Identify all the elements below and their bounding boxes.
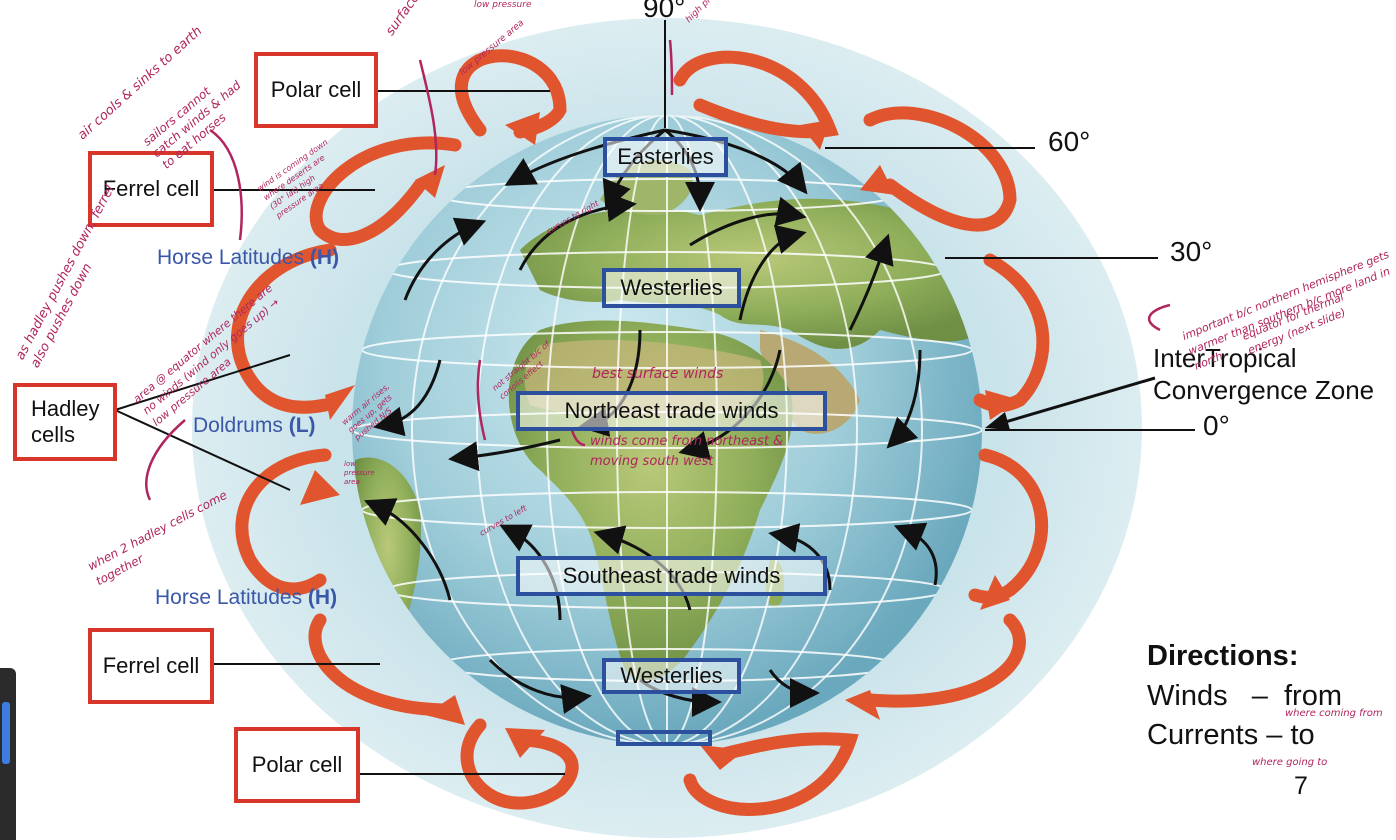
polar-cell-north-box: Polar cell xyxy=(254,52,378,128)
itcz-label: InterTropical Convergence Zone xyxy=(1153,342,1374,406)
directions-currents: Currents – to xyxy=(1147,719,1315,751)
horse-latitudes-south: Horse Latitudes (H) xyxy=(155,586,337,610)
loop-polar-ne xyxy=(673,50,839,139)
ne-trade-winds-box: Northeast trade winds xyxy=(516,391,827,431)
loop-hadley-sw xyxy=(235,448,332,596)
note-low-pressure-top: low pressure xyxy=(474,0,532,10)
circulation-arrowheads xyxy=(300,112,1020,770)
ferrel-cell-south-box: Ferrel cell xyxy=(88,628,214,704)
loop-polar-se xyxy=(683,732,859,816)
note-low-pressure-small: low pressure area xyxy=(344,460,375,486)
ne-trade-winds-label: Northeast trade winds xyxy=(564,398,779,423)
hadley-cells-label: Hadley cells xyxy=(31,396,100,447)
side-panel-indicator xyxy=(2,702,10,764)
itcz-line2: Convergence Zone xyxy=(1153,375,1375,405)
latitude-30-label: 30° xyxy=(1170,236,1213,267)
easterlies-box: Easterlies xyxy=(603,137,728,177)
latitude-90-label: 90° xyxy=(643,0,686,23)
note-where-coming-from: where coming from xyxy=(1285,708,1383,719)
loop-ferrel-nw xyxy=(309,136,462,246)
annotation-arrows xyxy=(145,39,1171,501)
loop-polar-sw xyxy=(460,718,579,810)
loop-polar-nw xyxy=(455,49,567,139)
itcz-line1: InterTropical xyxy=(1153,343,1297,373)
se-trade-winds-box: Southeast trade winds xyxy=(516,556,827,596)
westerlies-north-box: Westerlies xyxy=(602,268,741,308)
easterlies-label: Easterlies xyxy=(617,144,714,169)
westerlies-north-label: Westerlies xyxy=(620,275,723,300)
side-panel-tab[interactable] xyxy=(0,668,16,840)
itcz-arrowhead xyxy=(985,412,1010,430)
horse-latitudes-north-symbol: (H) xyxy=(309,246,340,269)
wind-arrows xyxy=(363,128,938,717)
doldrums-label: Doldrums (L) xyxy=(193,414,316,438)
horse-latitudes-south-symbol: (H) xyxy=(307,586,338,609)
ferrel-cell-north-label: Ferrel cell xyxy=(102,176,200,201)
leader-lines xyxy=(114,20,1195,775)
loop-ferrel-sw xyxy=(308,613,457,717)
se-trade-winds-label: Southeast trade winds xyxy=(562,563,781,588)
polar-cell-south-box: Polar cell xyxy=(234,727,360,803)
page-number: 7 xyxy=(1294,772,1308,800)
polar-cell-south-label: Polar cell xyxy=(251,752,343,777)
itcz-arrow xyxy=(994,376,1156,427)
directions-winds: Winds – from xyxy=(1147,680,1342,712)
loop-ferrel-se xyxy=(863,613,1026,708)
note-where-going-to: where going to xyxy=(1252,757,1328,768)
hadley-cells-box: Hadley cells xyxy=(13,383,117,461)
loop-ferrel-ne xyxy=(863,106,1017,232)
horse-latitudes-south-text: Horse Latitudes xyxy=(155,586,308,609)
ferrel-cell-north-box: Ferrel cell xyxy=(88,151,214,227)
loop-hadley-nw xyxy=(231,243,337,414)
horse-latitudes-north-text: Horse Latitudes xyxy=(157,246,310,269)
note-winds-come-from: winds come from northeast & moving south… xyxy=(590,434,784,469)
westerlies-south-label: Westerlies xyxy=(620,663,723,688)
latitude-60-label: 60° xyxy=(1048,126,1091,157)
circulation-cells xyxy=(231,49,1050,816)
polar-cell-north-label: Polar cell xyxy=(270,77,362,102)
doldrums-symbol: (L) xyxy=(288,414,316,437)
westerlies-south-box: Westerlies xyxy=(602,658,741,694)
ferrel-cell-south-label: Ferrel cell xyxy=(102,653,200,678)
latitude-0-label: 0° xyxy=(1203,410,1230,441)
note-best-surface: best surface winds xyxy=(592,366,724,382)
horse-latitudes-north: Horse Latitudes (H) xyxy=(157,246,339,270)
doldrums-text: Doldrums xyxy=(193,414,289,437)
directions-title: Directions: xyxy=(1147,640,1299,672)
empty-bottom-box xyxy=(616,730,712,746)
